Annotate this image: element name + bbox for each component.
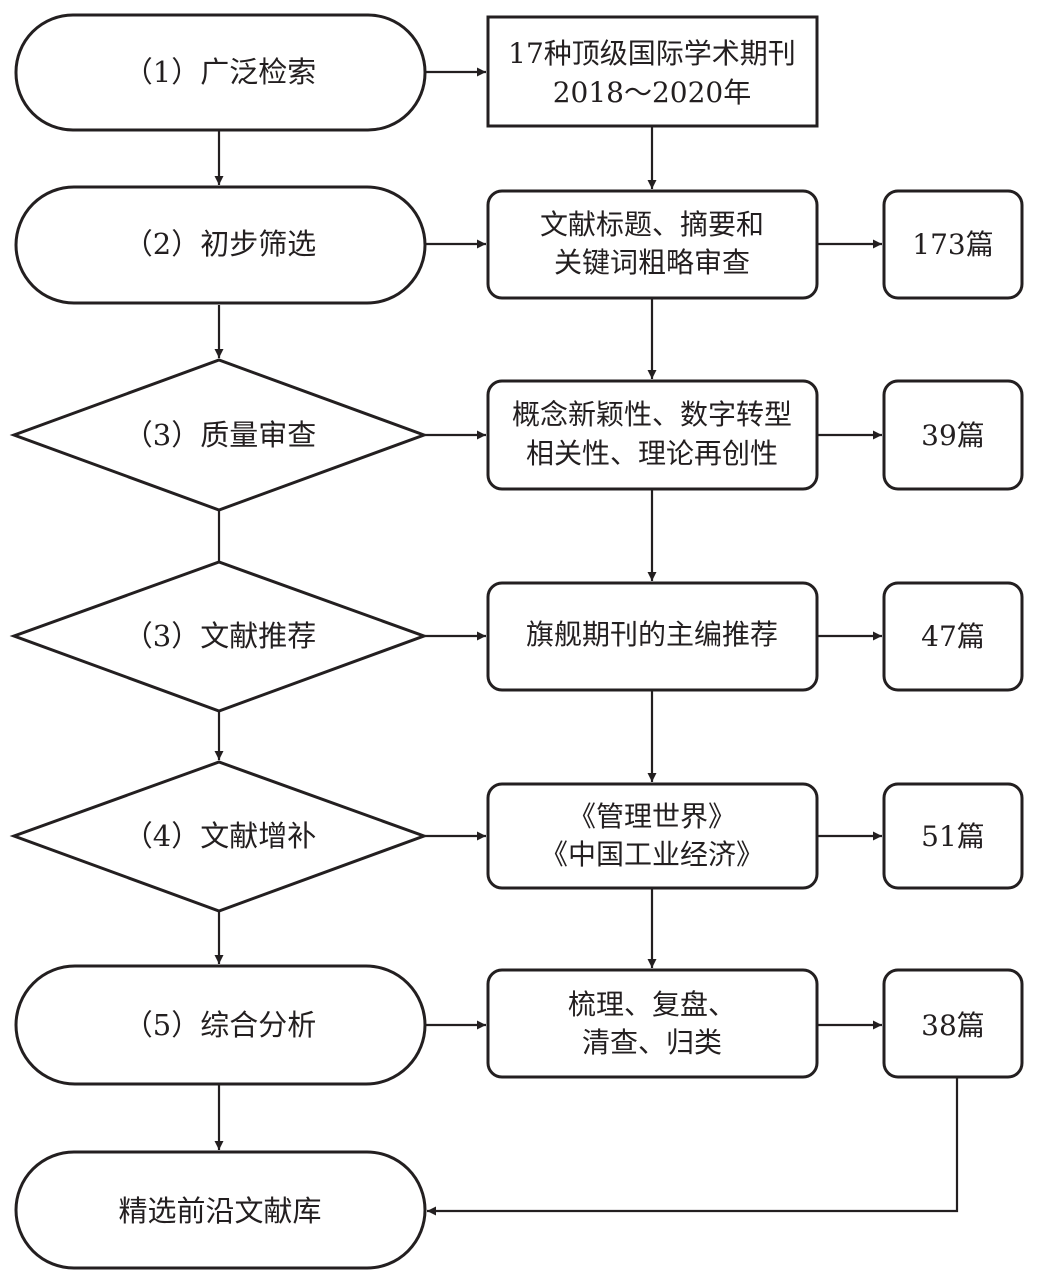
process-line: 文献标题、摘要和 bbox=[540, 208, 764, 241]
stage-literature-recommendation: （3）文献推荐 bbox=[9, 560, 429, 713]
stage-comprehensive-analysis: （5）综合分析 bbox=[14, 964, 427, 1086]
stage-initial-screening: （2）初步筛选 bbox=[14, 185, 427, 305]
edge-c6-s7 bbox=[427, 1078, 959, 1216]
count-label: 173篇 bbox=[912, 228, 993, 261]
count-label: 39篇 bbox=[921, 419, 985, 452]
process-line: 《中国工业经济》 bbox=[540, 838, 764, 871]
process-top-journals: 17种顶级国际学术期刊 2018～2020年 bbox=[486, 15, 819, 128]
stage-label: （3）文献推荐 bbox=[124, 619, 316, 653]
count-box: 51篇 bbox=[882, 782, 1024, 890]
process-domestic-journals: 《管理世界》 《中国工业经济》 bbox=[486, 782, 819, 890]
process-sort-review: 梳理、复盘、 清查、归类 bbox=[486, 968, 819, 1079]
count-box: 173篇 bbox=[882, 189, 1024, 300]
process-line: 2018～2020年 bbox=[553, 76, 752, 109]
process-line: 概念新颖性、数字转型 bbox=[512, 398, 792, 431]
process-column: 17种顶级国际学术期刊 2018～2020年 文献标题、摘要和 关键词粗略审查 … bbox=[486, 15, 819, 1079]
count-label: 38篇 bbox=[921, 1009, 985, 1042]
process-line: 清查、归类 bbox=[582, 1026, 722, 1059]
stage-broad-search: （1）广泛检索 bbox=[14, 13, 427, 132]
stage-label: （1）广泛检索 bbox=[124, 55, 316, 89]
count-label: 51篇 bbox=[921, 820, 985, 853]
stage-label: （3）质量审查 bbox=[124, 418, 316, 452]
count-label: 47篇 bbox=[921, 620, 985, 653]
stage-column: （1）广泛检索 （2）初步筛选 （3）质量审查 （3）文献推荐 （4）文献增补 … bbox=[9, 13, 429, 1270]
process-line: 梳理、复盘、 bbox=[568, 988, 736, 1021]
stage-label: （5）综合分析 bbox=[124, 1008, 316, 1042]
process-line: 《管理世界》 bbox=[568, 800, 736, 833]
process-line: 旗舰期刊的主编推荐 bbox=[526, 618, 778, 651]
count-box: 38篇 bbox=[882, 968, 1024, 1079]
stage-quality-review: （3）质量审查 bbox=[9, 358, 429, 512]
connectors bbox=[214, 67, 959, 1216]
process-rough-review: 文献标题、摘要和 关键词粗略审查 bbox=[486, 189, 819, 300]
stage-literature-supplement: （4）文献增补 bbox=[9, 760, 429, 913]
stage-label: （2）初步筛选 bbox=[124, 227, 316, 261]
process-line: 17种顶级国际学术期刊 bbox=[508, 37, 796, 70]
process-quality-criteria: 概念新颖性、数字转型 相关性、理论再创性 bbox=[486, 379, 819, 491]
process-line: 相关性、理论再创性 bbox=[526, 437, 778, 470]
process-line: 关键词粗略审查 bbox=[554, 246, 750, 279]
count-box: 39篇 bbox=[882, 379, 1024, 491]
stage-final-library: 精选前沿文献库 bbox=[14, 1150, 427, 1270]
stage-label: （4）文献增补 bbox=[124, 819, 316, 853]
stage-label: 精选前沿文献库 bbox=[118, 1194, 321, 1228]
count-box: 47篇 bbox=[882, 581, 1024, 692]
process-editor-recommendation: 旗舰期刊的主编推荐 bbox=[486, 581, 819, 692]
count-column: 173篇 39篇 47篇 51篇 38篇 bbox=[882, 189, 1024, 1079]
